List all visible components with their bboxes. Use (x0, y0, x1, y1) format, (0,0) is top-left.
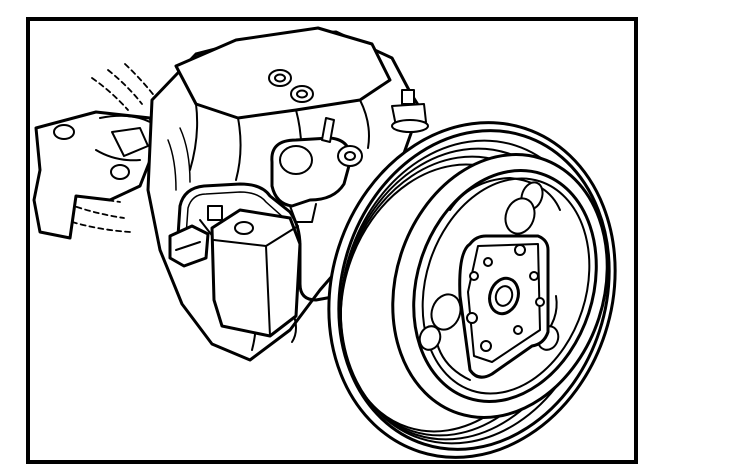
clutch-hub (418, 177, 561, 381)
stud-bolt (391, 89, 429, 133)
cover-bolts (268, 69, 314, 103)
mounting-bracket (32, 110, 160, 240)
pipe-fitting (270, 117, 363, 223)
compressor-assembly (32, 26, 617, 459)
armature-plate (458, 234, 550, 379)
electrical-connector (168, 205, 223, 268)
valve-block (210, 208, 302, 338)
